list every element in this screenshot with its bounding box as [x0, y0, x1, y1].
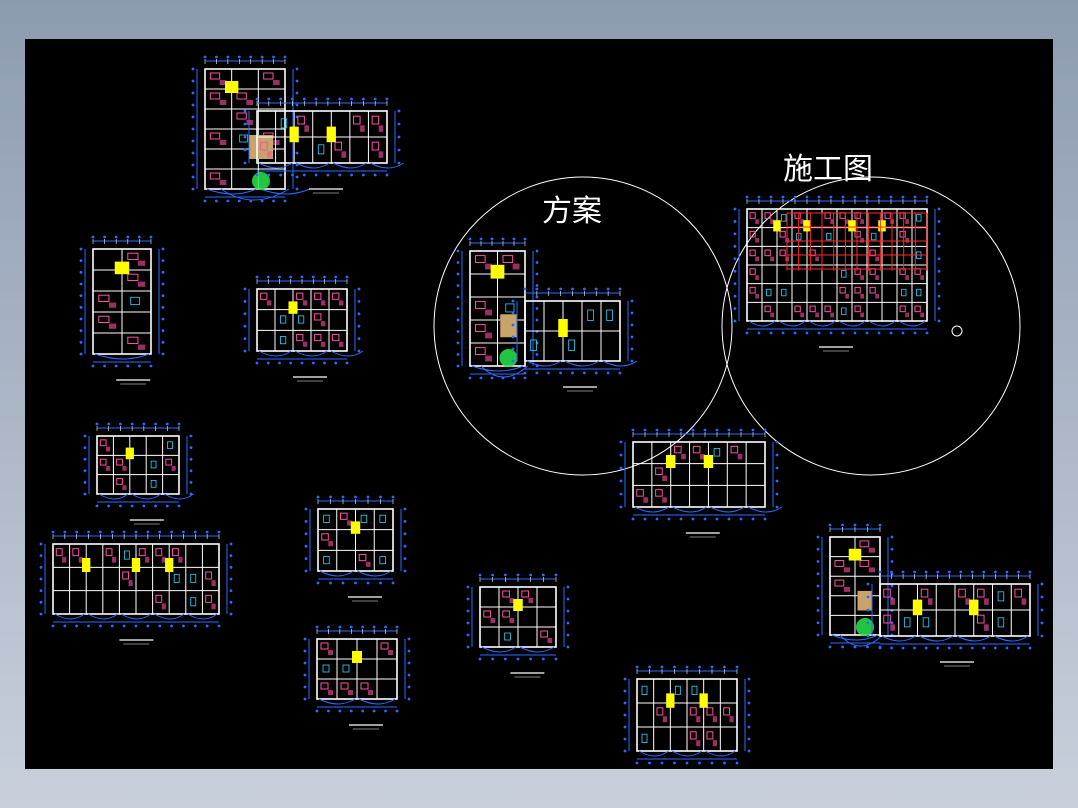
drawing-sheet: 方案 施工图 — [39, 55, 1044, 769]
scheme-highlight-circle — [433, 176, 733, 476]
plan-left-vertical[interactable] — [79, 235, 165, 385]
plan-construction-circle-g[interactable] — [733, 195, 963, 352]
plan-topleft-lshape-lh[interactable] — [243, 97, 404, 194]
plan-topleft-lshape-lv[interactable] — [191, 55, 310, 203]
cad-model-space[interactable]: 方案 施工图 — [25, 39, 1053, 769]
construction-label: 施工图 — [783, 152, 873, 187]
plan-right-bottom-lshape-lv[interactable] — [816, 523, 894, 649]
plan-small-top-center[interactable] — [243, 275, 364, 382]
plan-left-mid-small[interactable] — [83, 422, 194, 525]
plan-center-lower[interactable] — [303, 625, 411, 730]
plan-scheme-circle-lh[interactable] — [511, 287, 638, 392]
plan-center-mid[interactable] — [304, 495, 407, 602]
plan-left-bottom-small[interactable] — [623, 665, 751, 769]
plan-scheme-circle-lv[interactable] — [456, 237, 539, 380]
plan-left-long[interactable] — [39, 530, 233, 645]
plan-right-bottom-lshape-lh[interactable] — [866, 570, 1044, 667]
plan-right-mid[interactable] — [619, 428, 783, 538]
scheme-label: 方案 — [542, 194, 602, 229]
construction-highlight-circle — [721, 176, 1021, 476]
plan-center-bottom-small[interactable] — [466, 573, 570, 678]
